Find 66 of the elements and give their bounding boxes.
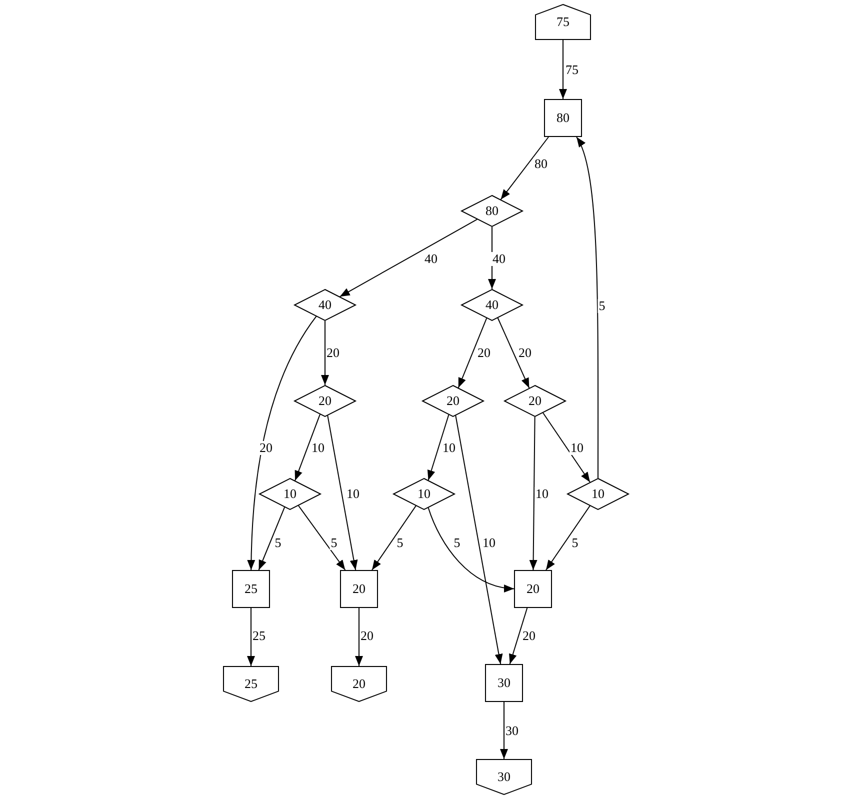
decision-diamond: 20 <box>422 385 484 417</box>
arrow <box>372 505 416 570</box>
arrow <box>488 226 496 290</box>
process-box: 30 <box>485 664 523 702</box>
arrow <box>458 318 488 388</box>
process-box: 25 <box>232 570 270 608</box>
edge-label: 20 <box>522 629 536 643</box>
edge-label: 20 <box>518 346 532 360</box>
arrow <box>294 414 320 482</box>
arrow <box>298 505 346 570</box>
edge-label: 40 <box>492 252 506 266</box>
process-box: 20 <box>514 570 552 608</box>
edge-label: 5 <box>598 299 606 313</box>
source-pentagon: 75 <box>535 4 591 40</box>
edge-label: 5 <box>452 536 462 550</box>
edge-label: 5 <box>274 536 282 550</box>
edge-label: 20 <box>476 346 492 360</box>
arrow <box>428 507 514 592</box>
arrow <box>500 136 549 200</box>
edge-label: 75 <box>564 63 580 77</box>
decision-diamond: 40 <box>461 289 523 321</box>
arrow <box>497 318 530 388</box>
arrow <box>355 608 363 666</box>
decision-diamond: 10 <box>259 478 321 510</box>
edge-label: 20 <box>360 629 374 643</box>
arrow <box>576 136 599 478</box>
arrow <box>508 608 528 664</box>
edge-label: 10 <box>534 487 550 501</box>
edge-label: 80 <box>534 157 548 171</box>
edge-label: 25 <box>252 629 266 643</box>
arrow <box>247 316 317 570</box>
edge-label: 10 <box>482 536 496 550</box>
arrow <box>500 702 508 760</box>
process-box: 20 <box>340 570 378 608</box>
sink-pentagon: 30 <box>476 759 532 795</box>
edge-label: 30 <box>504 724 520 738</box>
process-box: 80 <box>544 99 582 137</box>
arrow <box>546 505 590 570</box>
edge-label: 5 <box>570 536 580 550</box>
edge-label: 10 <box>442 441 456 455</box>
arrow <box>247 608 255 666</box>
edge-label: 10 <box>346 487 360 501</box>
arrow <box>559 40 567 100</box>
arrow <box>321 320 329 386</box>
arrow <box>327 415 358 570</box>
decision-diamond: 10 <box>393 478 455 510</box>
decision-diamond: 40 <box>294 289 356 321</box>
edge-label: 10 <box>310 441 326 455</box>
sink-pentagon: 20 <box>331 666 387 702</box>
arrow <box>339 218 478 298</box>
decision-diamond: 10 <box>567 478 629 510</box>
edge-label: 10 <box>570 441 584 455</box>
arrow <box>258 506 286 570</box>
decision-diamond: 20 <box>294 385 356 417</box>
arrow <box>427 414 450 481</box>
edge-label: 5 <box>330 536 338 550</box>
edge-label: 20 <box>258 441 274 455</box>
arrow <box>455 415 503 664</box>
decision-diamond: 80 <box>461 195 523 227</box>
sink-pentagon: 25 <box>223 666 279 702</box>
edge-label: 5 <box>396 536 404 550</box>
arrow <box>529 416 538 570</box>
arrow <box>542 412 590 483</box>
edge-label: 20 <box>326 346 340 360</box>
decision-diamond: 20 <box>504 385 566 417</box>
edge-label: 40 <box>424 252 438 266</box>
